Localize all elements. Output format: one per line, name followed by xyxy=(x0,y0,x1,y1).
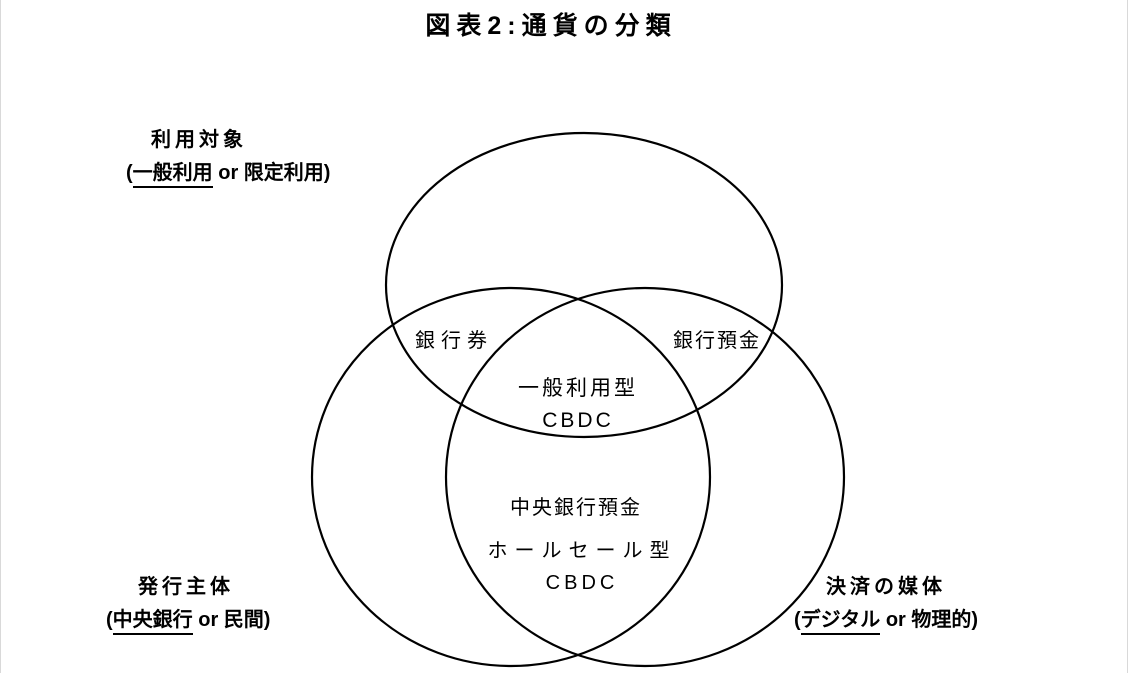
issuer-axis-title: 発行主体 xyxy=(138,576,234,598)
issuer-circle xyxy=(310,286,712,668)
wholesale-cbdc-line1: ホールセール型 xyxy=(487,540,677,562)
general-cbdc-line1: 一般利用型 xyxy=(518,377,638,400)
usage-options-rest: or 限定利用) xyxy=(212,162,331,184)
usage-axis-options: (一般利用 or 限定利用) xyxy=(126,157,330,190)
medium-options-rest: or 物理的) xyxy=(880,609,979,631)
wholesale-cbdc-line2: CBDC xyxy=(545,572,619,594)
medium-axis-options: (デジタル or 物理的) xyxy=(794,604,978,637)
usage-options-prefix: ( xyxy=(126,162,133,184)
usage-axis-label: 利用対象 (一般利用 or 限定利用) xyxy=(126,124,330,190)
usage-options-underlined: 一般利用 xyxy=(132,162,213,188)
usage-axis-title: 利用対象 xyxy=(151,129,247,151)
usage-circle xyxy=(384,131,784,439)
region-bank-deposits: 銀行預金 xyxy=(673,330,761,352)
medium-options-underlined: デジタル xyxy=(800,609,881,635)
region-wholesale-cbdc: ホールセール型 CBDC xyxy=(488,535,677,599)
medium-options-prefix: ( xyxy=(794,609,801,631)
issuer-options-rest: or 民間) xyxy=(192,609,271,631)
issuer-axis-options: (中央銀行 or 民間) xyxy=(106,604,270,637)
medium-axis-title: 決済の媒体 xyxy=(826,576,946,598)
figure-title: 図表2:通貨の分類 xyxy=(425,12,677,40)
medium-axis-label: 決済の媒体 (デジタル or 物理的) xyxy=(794,571,978,637)
issuer-options-underlined: 中央銀行 xyxy=(112,609,193,635)
general-cbdc-line2: CBDC xyxy=(542,409,614,432)
region-banknotes: 銀行券 xyxy=(415,330,493,352)
issuer-options-prefix: ( xyxy=(106,609,113,631)
issuer-axis-label: 発行主体 (中央銀行 or 民間) xyxy=(106,571,270,637)
region-general-purpose-cbdc: 一般利用型 CBDC xyxy=(518,373,638,437)
region-central-bank-deposits: 中央銀行預金 xyxy=(510,497,642,519)
medium-circle xyxy=(444,286,846,668)
